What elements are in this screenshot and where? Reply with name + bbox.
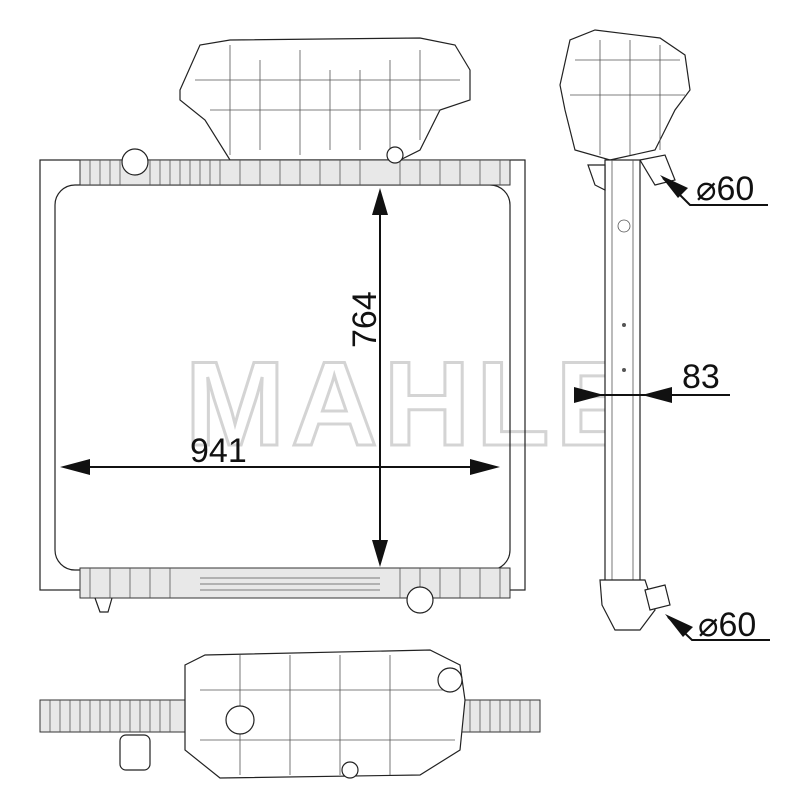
- depth-dimension: 83: [574, 358, 730, 403]
- radiator-top-view: [39, 649, 541, 779]
- width-dimension: 941: [60, 432, 500, 475]
- radiator-front-view: [39, 37, 526, 614]
- outlet-diameter-value: ⌀60: [698, 606, 756, 644]
- height-value: 764: [346, 291, 384, 348]
- width-value: 941: [190, 432, 247, 470]
- brand-watermark: MAHLE: [185, 337, 642, 471]
- inlet-diameter-callout: ⌀60: [660, 170, 768, 208]
- outlet-diameter-callout: ⌀60: [665, 606, 770, 644]
- radiator-side-view: [559, 29, 691, 631]
- depth-value: 83: [682, 358, 720, 396]
- inlet-diameter-value: ⌀60: [696, 170, 754, 208]
- height-dimension: 764: [346, 188, 388, 567]
